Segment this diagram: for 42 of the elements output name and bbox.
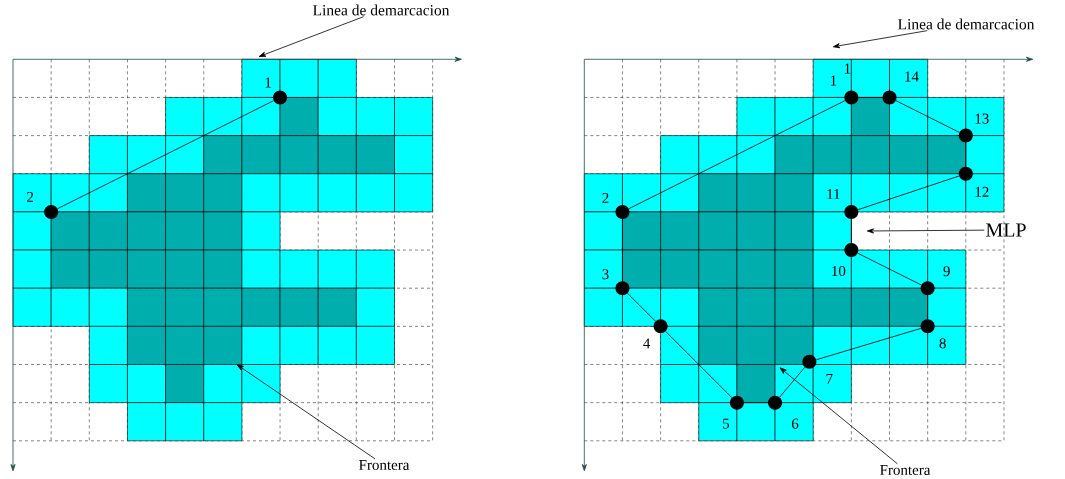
vertex-number: 10 <box>832 266 846 277</box>
callout-text: Linea de demarcacion <box>898 18 1035 30</box>
vertex-number: 6 <box>791 418 799 429</box>
vertex-number: 9 <box>943 266 950 277</box>
polygon-edge <box>895 100 960 133</box>
polygon-edge <box>665 331 733 398</box>
callout-text: MLP <box>986 223 1026 237</box>
leader-arrow <box>866 228 985 234</box>
leader-arrow <box>236 364 376 460</box>
polygon-edge <box>857 175 960 210</box>
callout-text: Frontera <box>359 460 410 470</box>
polygon-edge <box>622 218 623 282</box>
vertex-number: 8 <box>939 338 946 349</box>
vertex-number: 7 <box>826 373 833 384</box>
polygon-edge <box>779 366 806 398</box>
vertex-number: 5 <box>723 418 730 429</box>
polygon-edge <box>858 97 883 98</box>
callout-text: Linea de demarcacion <box>313 4 450 16</box>
polygon-edge <box>815 328 922 361</box>
vertex-number: 4 <box>643 338 651 349</box>
callout-text: Frontera <box>880 465 931 475</box>
polygon-edge <box>628 100 846 210</box>
polygon-edge <box>965 142 967 167</box>
polygon-edge <box>857 252 922 286</box>
vertex-number: 13 <box>975 113 989 124</box>
polygon-edge <box>743 402 769 404</box>
polygon-edge <box>627 292 656 322</box>
vertex-number: 1 <box>830 75 837 86</box>
vertex-number: 14 <box>905 71 919 82</box>
leader-arrow <box>832 30 928 49</box>
polygon-edge <box>850 218 852 244</box>
leader-arrow <box>258 16 364 57</box>
vertex-number: 3 <box>602 269 609 280</box>
polygon-edge <box>927 295 929 320</box>
vertex-number: 2 <box>27 191 34 202</box>
vertex-number: 11 <box>827 188 840 199</box>
vertex-number: 1 <box>265 77 271 88</box>
leader-arrow <box>779 367 898 465</box>
polygon-edge <box>57 100 274 210</box>
vertex-number: 1 <box>844 63 851 74</box>
vertex-number: 12 <box>975 186 989 197</box>
vertex-number: 2 <box>602 192 609 203</box>
